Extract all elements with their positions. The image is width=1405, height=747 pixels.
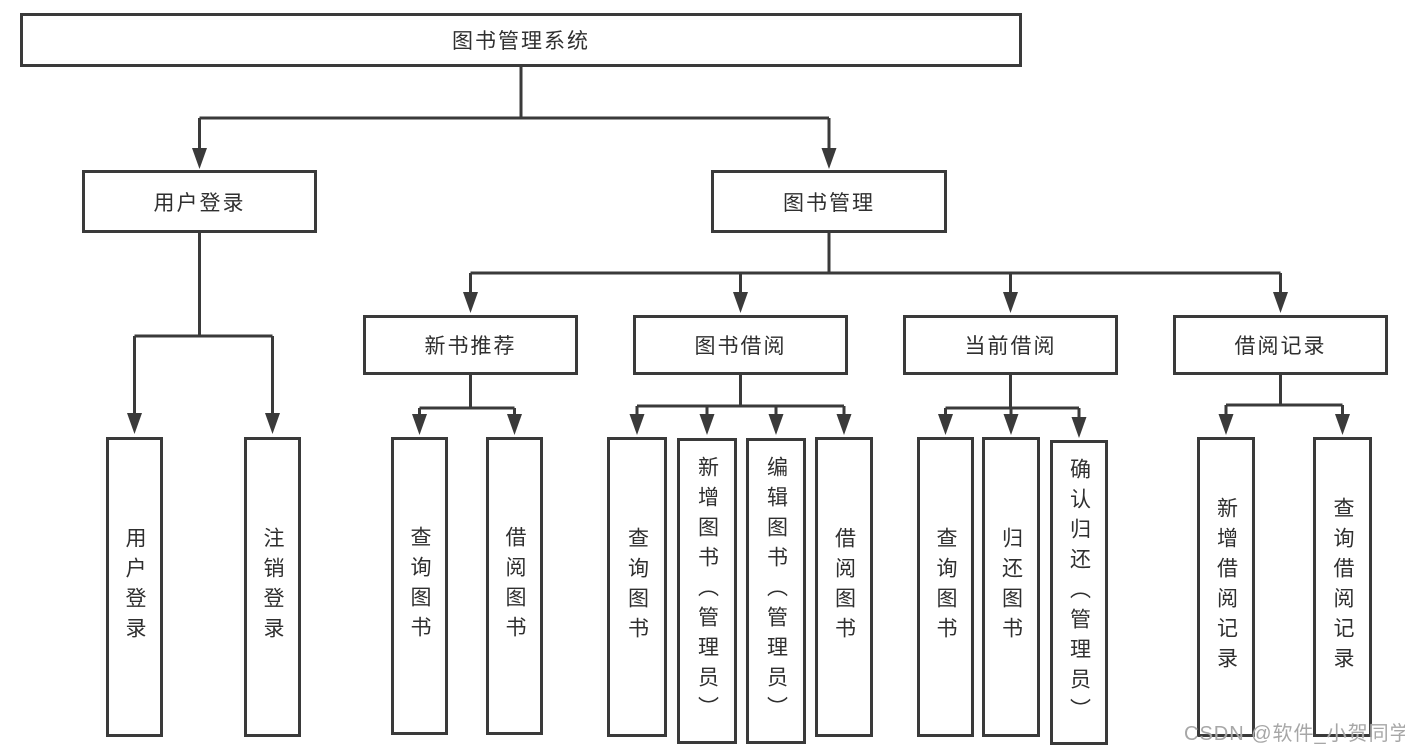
- node-leaf-cb-query-books: 查询图书: [917, 437, 974, 737]
- node-leaf-cb-return-books: 归还图书: [982, 437, 1040, 737]
- node-leaf-cb-confirm-return-admin: 确认归还（管理员）: [1050, 440, 1108, 745]
- node-leaf-bb-edit-books-admin: 编辑图书（管理员）: [746, 438, 806, 744]
- node-current-borrow: 当前借阅: [903, 315, 1118, 375]
- node-book-borrow: 图书借阅: [633, 315, 848, 375]
- node-leaf-bb-borrow-books: 借阅图书: [815, 437, 873, 737]
- node-leaf-nbr-borrow-books: 借阅图书: [486, 437, 543, 735]
- node-leaf-bb-add-books-admin: 新增图书（管理员）: [677, 438, 737, 744]
- node-leaf-br-add-record: 新增借阅记录: [1197, 437, 1255, 737]
- node-leaf-nbr-query-books: 查询图书: [391, 437, 448, 735]
- node-leaf-bb-query-books: 查询图书: [607, 437, 667, 737]
- csdn-watermark: CSDN @软件_小贺同学: [1184, 723, 1405, 745]
- node-leaf-br-query-record: 查询借阅记录: [1313, 437, 1372, 737]
- node-user-login: 用户登录: [82, 170, 317, 233]
- node-leaf-user-login: 用户登录: [106, 437, 163, 737]
- node-root: 图书管理系统: [20, 13, 1022, 67]
- node-borrow-records: 借阅记录: [1173, 315, 1388, 375]
- node-book-management: 图书管理: [711, 170, 947, 233]
- node-leaf-logout: 注销登录: [244, 437, 301, 737]
- node-new-book-recommend: 新书推荐: [363, 315, 578, 375]
